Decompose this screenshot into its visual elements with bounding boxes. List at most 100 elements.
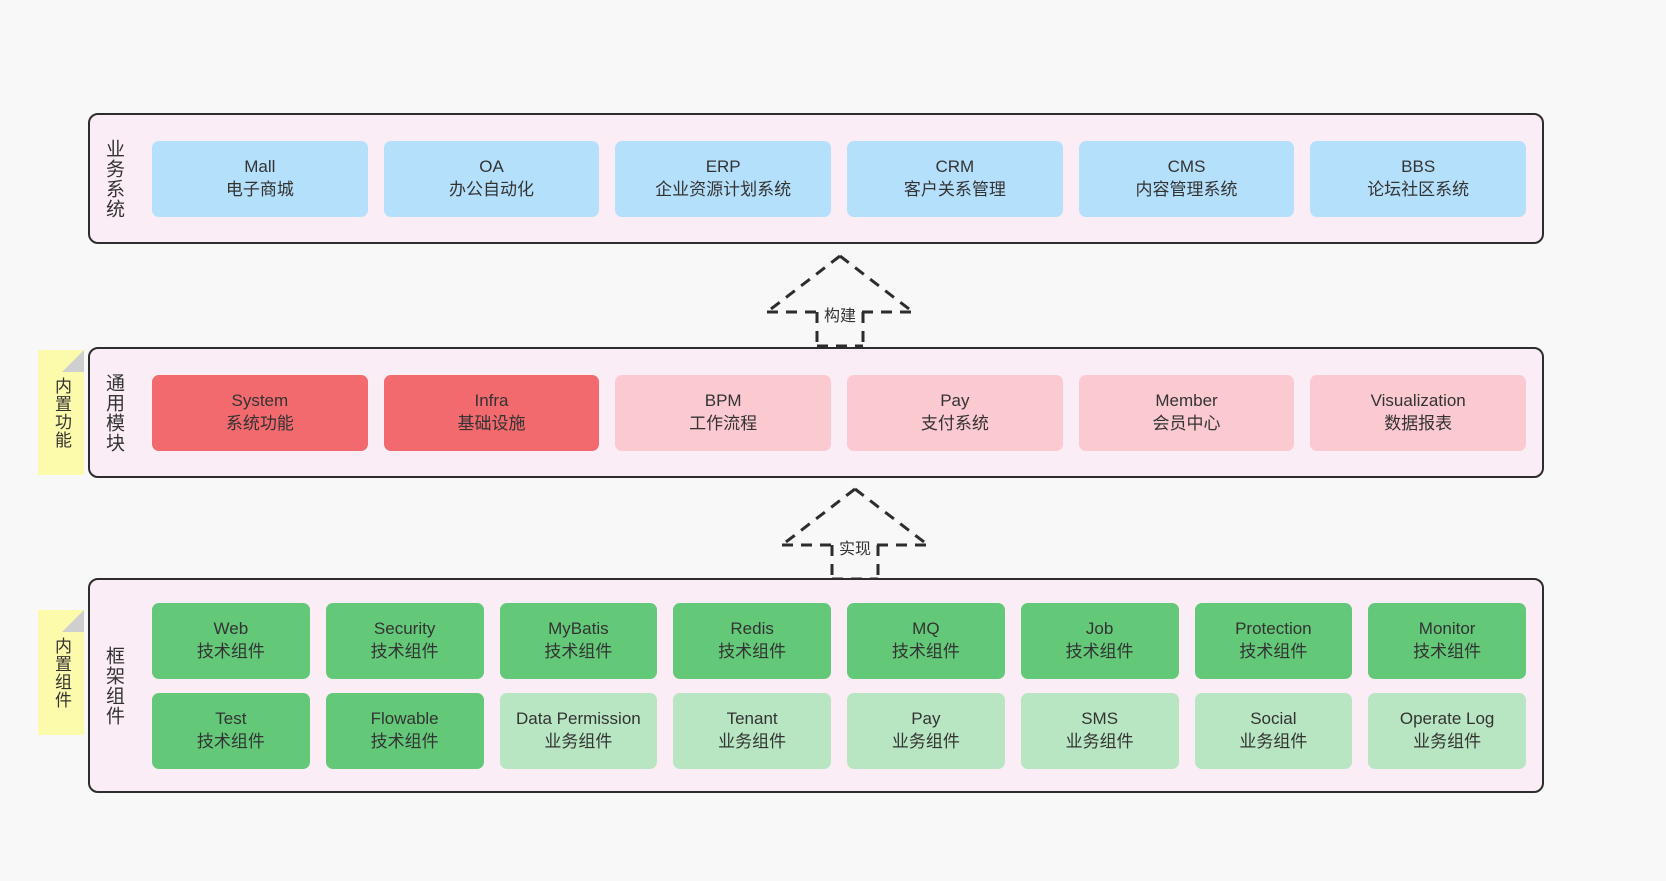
card-subtitle: 技术组件 [370,641,439,661]
card-title: Pay [911,708,941,728]
card-title: System [231,390,289,410]
card-bbs[interactable]: BBS 论坛社区系统 [1310,140,1527,217]
card-mq[interactable]: MQ 技术组件 [847,602,1005,679]
card-tenant[interactable]: Tenant 业务组件 [673,692,831,769]
connector-implement: 实现 [770,483,940,581]
sticky-note-builtin-components: 内置组件 [38,610,84,735]
card-subtitle: 工作流程 [689,413,758,433]
card-title: Protection [1235,618,1312,638]
card-subtitle: 业务组件 [1413,731,1482,751]
card-operate-log[interactable]: Operate Log 业务组件 [1368,692,1526,769]
card-title: CMS [1167,156,1206,176]
card-title: Operate Log [1399,708,1495,728]
card-infra[interactable]: Infra 基础设施 [383,374,600,451]
card-subtitle: 数据报表 [1384,413,1453,433]
card-mybatis[interactable]: MyBatis 技术组件 [499,602,658,679]
card-subtitle: 技术组件 [891,641,960,661]
card-title: Tenant [726,708,778,728]
card-subtitle: 会员中心 [1152,413,1221,433]
layer-business-system: 业务系统 Mall 电子商城 OA 办公自动化 ERP 企业资源计划系统 CRM… [88,113,1544,244]
card-title: BPM [704,390,742,410]
card-row: Mall 电子商城 OA 办公自动化 ERP 企业资源计划系统 CRM 客户关系… [152,140,1527,217]
card-oa[interactable]: OA 办公自动化 [383,140,600,217]
card-title: Pay [940,390,970,410]
card-title: Monitor [1418,618,1476,638]
card-subtitle: 技术组件 [718,641,787,661]
card-title: MyBatis [548,618,609,638]
card-mall[interactable]: Mall 电子商城 [152,140,368,217]
card-web[interactable]: Web 技术组件 [152,602,310,679]
card-sms[interactable]: SMS 业务组件 [1020,692,1179,769]
layer-label-business-system: 业务系统 [103,138,125,219]
card-title: OA [479,156,504,176]
card-crm[interactable]: CRM 客户关系管理 [847,140,1063,217]
connector-label-build: 构建 [820,302,860,326]
card-subtitle: 支付系统 [920,413,989,433]
card-job[interactable]: Job 技术组件 [1020,602,1179,679]
card-bpm[interactable]: BPM 工作流程 [615,374,832,451]
card-row: Test 技术组件 Flowable 技术组件 Data Permission … [152,692,1526,769]
card-pay-component[interactable]: Pay 业务组件 [847,692,1005,769]
card-title: Visualization [1370,390,1466,410]
card-data-permission[interactable]: Data Permission 业务组件 [499,692,658,769]
sticky-note-builtin-functions: 内置功能 [38,350,84,475]
card-title: Flowable [370,708,439,728]
layer-label-framework-components: 框架组件 [103,645,125,726]
layer-common-modules: 通用模块 System 系统功能 Infra 基础设施 BPM 工作流程 Pay… [88,347,1544,478]
card-cms[interactable]: CMS 内容管理系统 [1078,140,1295,217]
layer-framework-components: 框架组件 Web 技术组件 Security 技术组件 MyBatis 技术组件… [88,578,1544,793]
card-subtitle: 业务组件 [718,731,787,751]
card-system[interactable]: System 系统功能 [152,374,368,451]
card-title: Social [1250,708,1297,728]
card-subtitle: 技术组件 [196,731,265,751]
card-flowable[interactable]: Flowable 技术组件 [325,692,484,769]
card-subtitle: 技术组件 [1065,641,1134,661]
card-subtitle: 论坛社区系统 [1367,179,1470,199]
card-protection[interactable]: Protection 技术组件 [1194,602,1353,679]
card-test[interactable]: Test 技术组件 [152,692,310,769]
layer-label-common-modules: 通用模块 [103,372,125,453]
layer-body-framework-components: Web 技术组件 Security 技术组件 MyBatis 技术组件 Redi… [136,580,1542,791]
layer-body-common-modules: System 系统功能 Infra 基础设施 BPM 工作流程 Pay 支付系统… [136,349,1542,476]
card-subtitle: 办公自动化 [449,179,534,199]
card-subtitle: 业务组件 [1065,731,1134,751]
card-title: SMS [1081,708,1119,728]
card-subtitle: 技术组件 [544,641,613,661]
card-subtitle: 技术组件 [196,641,265,661]
card-subtitle: 技术组件 [370,731,439,751]
card-subtitle: 业务组件 [1239,731,1308,751]
card-visualization[interactable]: Visualization 数据报表 [1310,374,1527,451]
card-title: MQ [912,618,940,638]
card-title: Redis [730,618,774,638]
card-title: Test [215,708,247,728]
card-pay-module[interactable]: Pay 支付系统 [847,374,1063,451]
card-row: Web 技术组件 Security 技术组件 MyBatis 技术组件 Redi… [152,602,1526,679]
card-subtitle: 技术组件 [1239,641,1308,661]
card-security[interactable]: Security 技术组件 [325,602,484,679]
card-member[interactable]: Member 会员中心 [1078,374,1295,451]
connector-build: 构建 [755,250,925,348]
card-monitor[interactable]: Monitor 技术组件 [1368,602,1526,679]
card-title: Job [1085,618,1114,638]
card-title: Security [373,618,436,638]
card-title: Member [1155,390,1218,410]
card-subtitle: 业务组件 [891,731,960,751]
card-subtitle: 企业资源计划系统 [655,179,792,199]
card-subtitle: 内容管理系统 [1135,179,1238,199]
card-row: System 系统功能 Infra 基础设施 BPM 工作流程 Pay 支付系统… [152,374,1527,451]
card-title: Infra [474,390,509,410]
layer-body-business-system: Mall 电子商城 OA 办公自动化 ERP 企业资源计划系统 CRM 客户关系… [136,115,1542,242]
card-subtitle: 客户关系管理 [903,179,1006,199]
connector-label-implement: 实现 [835,535,875,559]
card-title: Web [213,618,249,638]
card-title: ERP [705,156,741,176]
card-subtitle: 技术组件 [1413,641,1482,661]
card-social[interactable]: Social 业务组件 [1194,692,1353,769]
card-redis[interactable]: Redis 技术组件 [673,602,831,679]
card-title: Data Permission [516,708,641,728]
card-title: BBS [1401,156,1436,176]
card-erp[interactable]: ERP 企业资源计划系统 [615,140,832,217]
card-subtitle: 业务组件 [544,731,613,751]
card-title: CRM [935,156,975,176]
